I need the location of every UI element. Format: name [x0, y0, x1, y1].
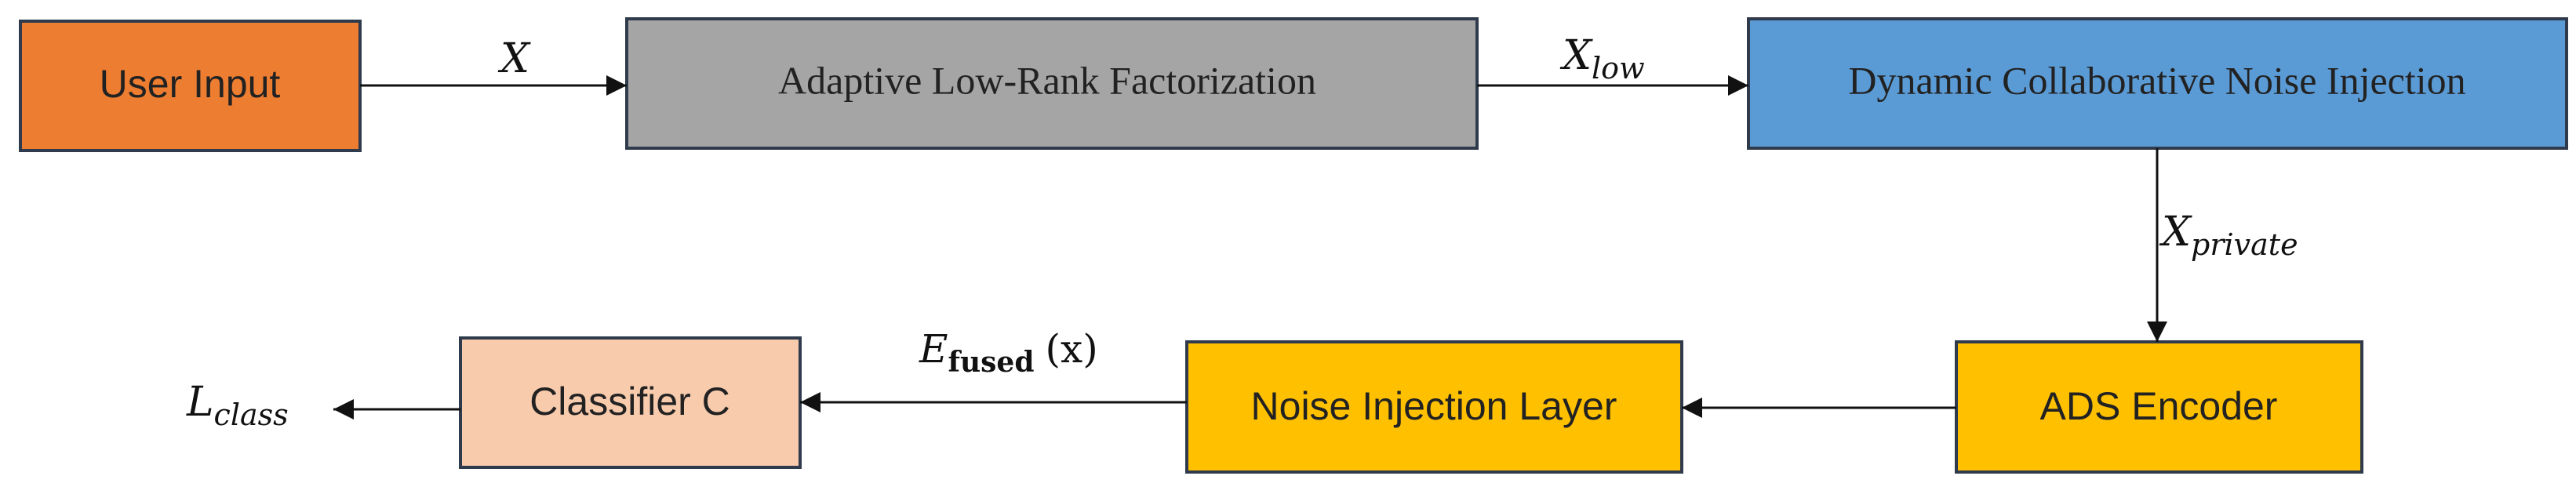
edge-label-l-class: Lclass [186, 379, 289, 432]
node-classifier: Classifier C [459, 336, 802, 469]
node-ads-encoder: ADS Encoder [1955, 340, 2363, 474]
noise-layer-box [1185, 340, 1683, 474]
noise-layer-label: Noise Injection Layer [1251, 384, 1617, 428]
node-noise-layer: Noise Injection Layer [1185, 340, 1683, 474]
user-input-label: User Input [100, 62, 281, 106]
low-rank-box [625, 17, 1479, 150]
ads-encoder-label: ADS Encoder [2040, 384, 2278, 428]
low-rank-label: Adaptive Low-Rank Factorization [778, 58, 1316, 102]
user-input-box [19, 20, 362, 152]
node-user-input: User Input [19, 20, 362, 152]
ads-encoder-box [1955, 340, 2363, 474]
noise-collab-box [1747, 17, 2568, 150]
classifier-box [459, 336, 802, 469]
edge-label-x-private: Xprivate [2159, 209, 2298, 262]
edge-label-x: X [497, 35, 531, 82]
edge-label-x-low: Xlow [1559, 32, 1645, 85]
node-low-rank: Adaptive Low-Rank Factorization [625, 17, 1479, 150]
noise-collab-label: Dynamic Collaborative Noise Injection [1848, 58, 2465, 102]
edge-label-e-fused: Efused(x) [919, 326, 1098, 379]
node-noise-collab: Dynamic Collaborative Noise Injection [1747, 17, 2568, 150]
classifier-label: Classifier C [529, 380, 730, 423]
